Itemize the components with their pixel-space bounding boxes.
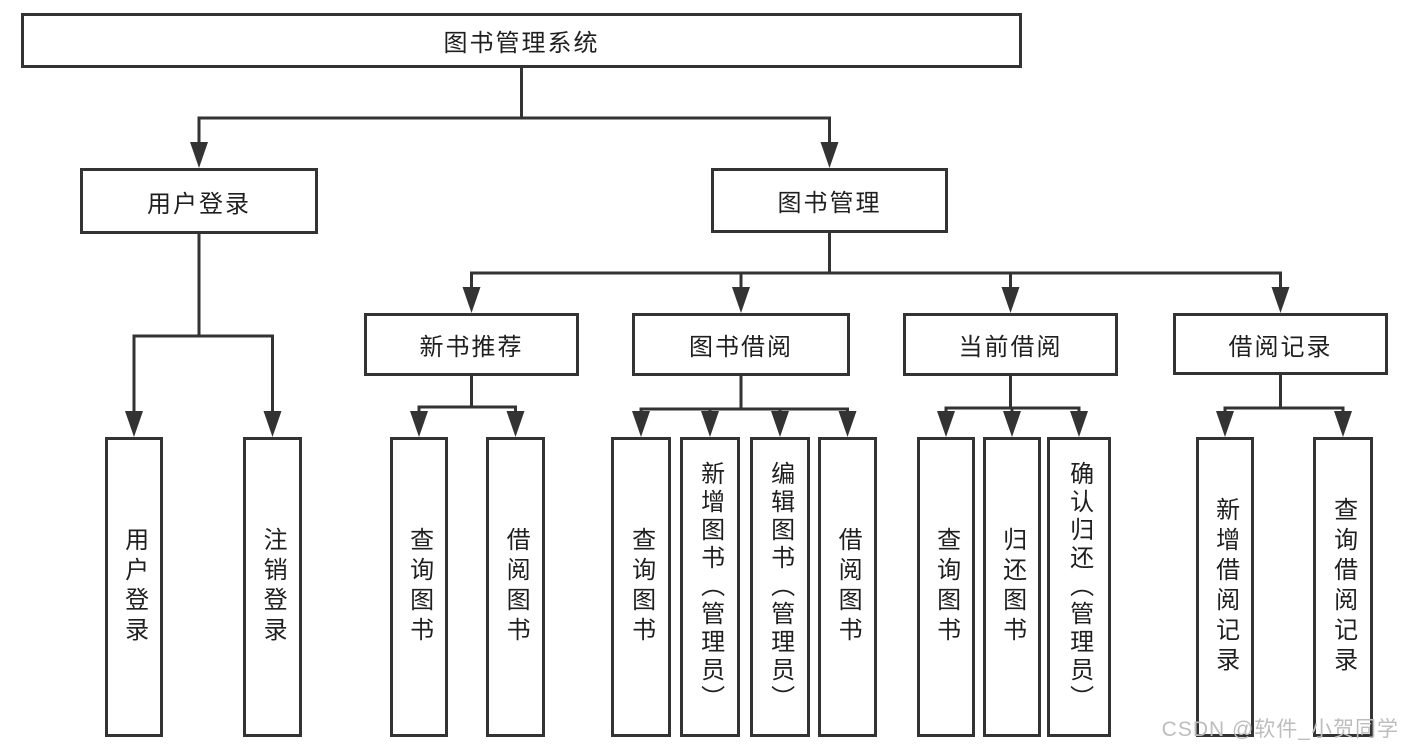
node-current-borrowing: 当前借阅 <box>903 313 1118 376</box>
connector-login-to-leaves <box>125 232 282 437</box>
leaf-user-login: 用户登录 <box>105 437 163 737</box>
connector-rec-to-leaves <box>410 374 525 437</box>
leaf-borrow-books-borrowing: 借阅图书 <box>818 437 877 737</box>
csdn-watermark: CSDN @软件_小贺同学 <box>1161 718 1399 741</box>
leaf-logout: 注销登录 <box>243 437 302 737</box>
node-book-management: 图书管理 <box>711 168 948 233</box>
connector-mgmt-to-level3 <box>462 231 1290 313</box>
leaf-query-books-current: 查询图书 <box>917 437 975 737</box>
connector-root-to-level2 <box>190 66 839 168</box>
leaf-query-books-borrowing: 查询图书 <box>611 437 671 737</box>
connector-br-to-leaves <box>1216 373 1352 437</box>
leaf-add-books-admin: 新增图书（管理员） <box>680 437 740 737</box>
leaf-query-books-recommend: 查询图书 <box>390 437 448 737</box>
node-borrowing-records: 借阅记录 <box>1173 313 1388 375</box>
node-book-borrowing: 图书借阅 <box>632 313 850 376</box>
leaf-return-books: 归还图书 <box>983 437 1041 737</box>
node-library-management-system: 图书管理系统 <box>21 13 1022 68</box>
connector-cb-to-leaves <box>937 374 1088 437</box>
leaf-edit-books-admin: 编辑图书（管理员） <box>750 437 810 737</box>
node-user-login: 用户登录 <box>80 168 318 234</box>
leaf-add-borrow-record: 新增借阅记录 <box>1196 437 1254 737</box>
leaf-borrow-books-recommend: 借阅图书 <box>486 437 545 737</box>
node-new-book-recommend: 新书推荐 <box>364 313 579 376</box>
leaf-confirm-return-admin: 确认归还（管理员） <box>1047 437 1111 737</box>
connector-bb-to-leaves <box>632 374 857 437</box>
leaf-query-borrow-record: 查询借阅记录 <box>1313 437 1373 737</box>
